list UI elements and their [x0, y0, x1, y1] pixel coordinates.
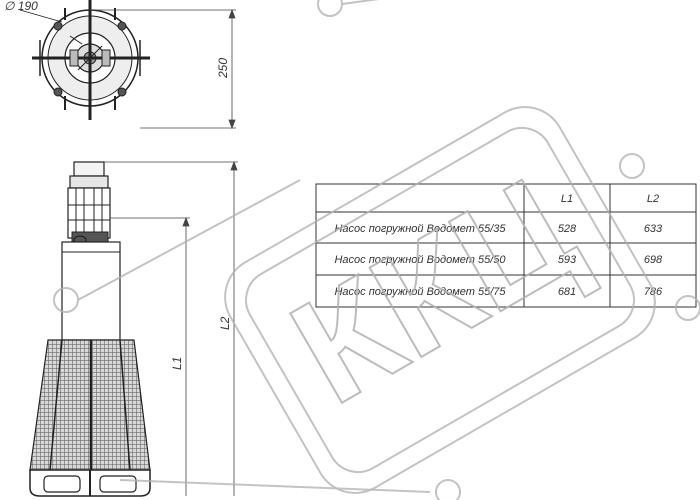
table-header-l1: L1	[561, 193, 573, 205]
height-250-dimension	[90, 8, 236, 130]
side-view	[29, 161, 151, 497]
table-header-l2: L2	[647, 193, 659, 205]
table-row-l1: 593	[558, 254, 577, 266]
table-row-model: Насос погружной Водомет 55/75	[334, 286, 506, 298]
table-row-model: Насос погружной Водомет 55/35	[334, 223, 506, 235]
height-250-label: 250	[216, 58, 230, 79]
table-row-l2: 633	[644, 223, 663, 235]
table-row-l1: 528	[558, 223, 577, 235]
table-row-model: Насос погружной Водомет 55/50	[334, 254, 506, 266]
diameter-label: ∅ 190	[4, 0, 38, 13]
l1-dimension-label: L1	[170, 357, 184, 370]
l2-dimension-label: L2	[218, 316, 232, 330]
top-view	[19, 0, 150, 120]
table-row-l1: 681	[558, 286, 576, 298]
dimensions-table: L1 L2 Насос погружной Водомет 55/35 528 …	[315, 183, 697, 308]
table-row-l2: 698	[644, 254, 663, 266]
length-dimensions	[104, 160, 238, 496]
